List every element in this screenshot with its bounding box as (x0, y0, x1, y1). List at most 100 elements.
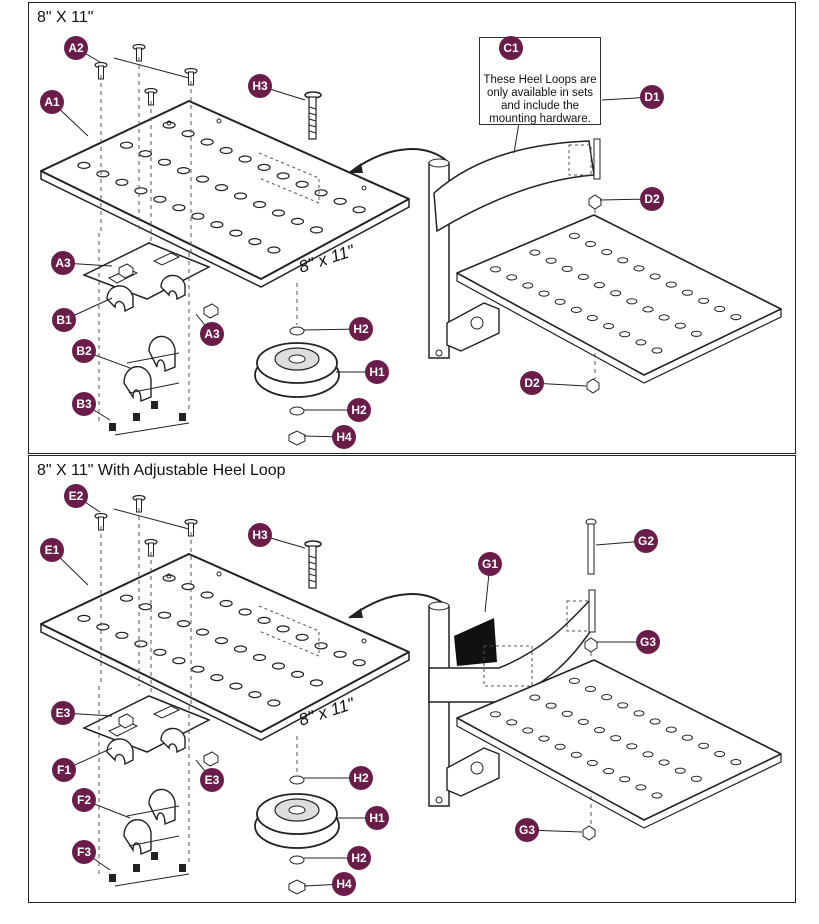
footplate-hole (119, 141, 134, 149)
footplate-hole (585, 685, 596, 693)
mount-hole (361, 638, 367, 644)
footplate-hole (248, 238, 262, 246)
panel-adjustable-heel-loop: 8" X 11" With Adjustable Heel Loop 8" x … (28, 455, 796, 903)
footplate-hole (658, 759, 670, 766)
footplate-hole (714, 750, 726, 758)
lower-clamp (123, 335, 180, 403)
footplate-hole (635, 784, 647, 791)
footplate-hole (138, 150, 153, 158)
footplate-hole (681, 289, 693, 296)
mount-bracket (82, 695, 219, 767)
footplate-hole (333, 197, 347, 205)
footplate-hole (134, 187, 148, 195)
footplate-hole (619, 776, 631, 783)
footplate-hole (674, 322, 686, 329)
footplate-hole (690, 330, 702, 337)
note-box: These Heel Loops are only available in s… (479, 37, 601, 125)
footplate-hole (610, 290, 622, 297)
flat-head-screw (94, 512, 108, 531)
plate-screws (94, 43, 198, 106)
footplate-hole (665, 281, 677, 288)
footplate-hole (267, 246, 281, 254)
footplate-hole (153, 648, 167, 656)
footplate-hole (295, 180, 309, 188)
caster-wheel (254, 793, 340, 849)
assembled-clamp (446, 302, 500, 352)
footplate-hole (195, 628, 210, 636)
assembled-footplate (456, 659, 782, 829)
footplate-hole (271, 209, 286, 217)
footplate-hole (214, 184, 229, 192)
footplate-hole (252, 200, 267, 209)
footplate-hole (529, 249, 541, 256)
footplate-hole (257, 616, 271, 624)
footplate-hole (674, 767, 686, 774)
exploded-diagram: 8" x 11" (40, 494, 782, 895)
footplate-hole (610, 735, 622, 742)
footplate-hole (714, 305, 726, 313)
footplate-hole (96, 623, 110, 631)
footplate-hole (252, 653, 267, 662)
footplate-hole (570, 751, 582, 758)
footplate-hole (490, 711, 501, 718)
footplate-hole (561, 710, 573, 717)
footplate-hole (219, 599, 233, 608)
footplate-hole (333, 650, 347, 658)
footplate-hole (195, 175, 210, 183)
footplate-hole (651, 347, 663, 354)
heel-loop (433, 122, 601, 233)
footplate-hole (115, 631, 129, 639)
footplate-hole (314, 642, 328, 650)
footplate-hole (538, 290, 550, 297)
footplate-hole (352, 206, 366, 214)
assembled-holes (490, 232, 742, 354)
footplate-hole (96, 170, 110, 178)
footplate-hole (157, 158, 172, 166)
footplate-hole (172, 657, 186, 665)
footplate-hole (554, 298, 566, 305)
footplate-hole (633, 710, 645, 717)
hanger-post (428, 601, 450, 807)
footplate-hole (577, 718, 589, 725)
mount-hole (166, 120, 172, 126)
footplate-hole (257, 163, 271, 171)
footplate-hole (214, 637, 229, 645)
footplate-hole (619, 331, 631, 338)
footplate-hole (649, 718, 661, 725)
mount-bracket (82, 242, 219, 319)
footplate-hole (271, 662, 286, 670)
footplate-hole (229, 682, 243, 690)
footplate-hole (651, 792, 663, 799)
footplate-hole (176, 167, 191, 175)
mount-hole (166, 573, 172, 579)
footplate-hole (730, 759, 742, 766)
footplate-hole (229, 229, 243, 237)
mount-hole (361, 185, 367, 191)
footplate-hole (157, 611, 172, 619)
mount-hole (216, 118, 222, 124)
assembled-footplate (456, 214, 782, 384)
footplate-hole (603, 768, 615, 775)
footplate-hole (626, 298, 638, 305)
footplate-hole (577, 273, 589, 280)
footplate-hole (698, 742, 710, 749)
footplate-hole (210, 221, 224, 229)
footplate (40, 553, 410, 741)
footplate-hole (119, 594, 134, 602)
exploded-diagram: 8" x 11" (40, 43, 782, 446)
flat-head-screw (184, 518, 198, 537)
footplate-hole (585, 240, 596, 248)
footplate-hole (238, 155, 252, 163)
footplate-hole (219, 146, 233, 155)
footplate-hole (626, 743, 638, 750)
footplate-hole (506, 274, 518, 281)
footplate-hole (506, 719, 518, 726)
footplate-hole (649, 273, 661, 280)
assembled-holes (490, 677, 742, 799)
footplate-hole (665, 726, 677, 733)
footplate-hole (314, 189, 328, 197)
footplate-hole (594, 727, 605, 734)
footplate-hole (635, 339, 647, 346)
footplate-hole (586, 314, 598, 322)
mount-hole (216, 571, 222, 577)
